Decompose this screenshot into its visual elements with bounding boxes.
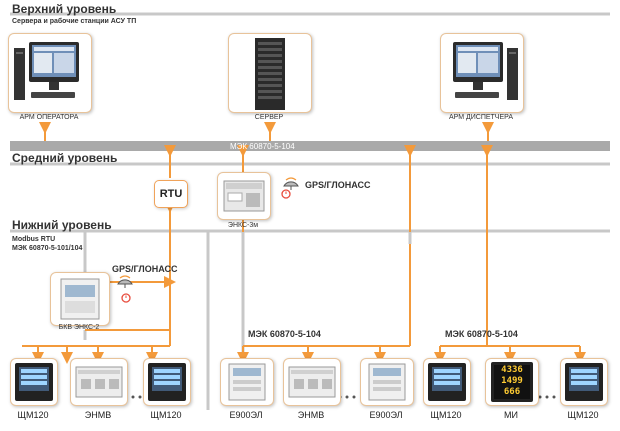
device-label: МИ [504,410,518,420]
operator-label: АРМ ОПЕРАТОРА [19,114,79,121]
top-level-title: Верхний уровень [12,2,117,16]
device-label: ЩМ120 [17,410,49,420]
device-e900el-1[interactable] [220,358,274,406]
device-enmv-2[interactable] [283,358,341,406]
enks-node[interactable] [217,172,271,220]
server-rack-icon [255,38,285,110]
bus-label: МЭК 60870-5-104 [230,142,295,151]
server-label: СЕРВЕР [254,114,284,121]
din-module-icon [288,366,336,398]
bkv-node[interactable] [50,272,110,326]
gps-antenna-icon [117,275,133,303]
digital-meter-icon [491,362,533,402]
workstation-icon [453,42,518,100]
workstation-icon [14,42,79,100]
top-level-subtitle: Сервера и рабочие станции АСУ ТП [12,18,137,25]
operator-workstation[interactable] [8,33,92,113]
device-shm120-1[interactable] [10,358,58,406]
bottom-level-title: Нижний уровень [12,218,112,232]
device-shm120-2[interactable] [143,358,191,406]
meter-readout-line-1: 4336 [501,365,523,375]
middle-gps-label: GPS/ГЛОНАСС [305,180,371,190]
bottom-protocol-1: Modbus RTU [12,236,56,243]
device-shm120-4[interactable] [560,358,608,406]
rtu-node[interactable]: RTU [154,180,188,208]
device-mi[interactable]: 4336 1499 666 [485,358,539,406]
meter-readout: 4336 1499 666 [497,365,527,398]
panel-meter-icon [565,363,603,401]
rtu-label: RTU [159,188,183,200]
enks-label: ЭНКС-3м [227,222,259,229]
device-label: ЩМ120 [430,410,462,420]
transducer-icon [228,363,266,401]
device-label: ЭНМВ [84,410,112,420]
bkv-label: БКВ ЭНКС-2 [58,324,100,331]
enks-device-icon [223,180,265,212]
device-label: ЩМ120 [150,410,182,420]
group2-protocol-label: МЭК 60870-5-104 [248,329,321,339]
device-label: ЭНМВ [297,410,325,420]
group3-protocol-label: МЭК 60870-5-104 [445,329,518,339]
meter-readout-line-2: 1499 [501,376,523,386]
device-enmv-1[interactable] [70,358,128,406]
device-shm120-3[interactable] [423,358,471,406]
panel-meter-icon [148,363,186,401]
din-module-icon [75,366,123,398]
device-e900el-2[interactable] [360,358,414,406]
meter-readout-line-3: 666 [503,387,521,397]
transducer-icon [368,363,406,401]
device-label: ЩМ120 [567,410,599,420]
server-node[interactable] [228,33,312,113]
main-bus [10,141,610,151]
device-label: Е900ЭЛ [369,410,403,420]
bkv-device-icon [60,278,100,320]
dispatcher-label: АРМ ДИСПЕТЧЕРА [448,114,514,121]
middle-level-title: Средний уровень [12,151,118,165]
dispatcher-workstation[interactable] [440,33,524,113]
bottom-protocol-2: МЭК 60870-5-101/104 [12,245,83,252]
gps-antenna-icon [281,177,299,199]
device-label: Е900ЭЛ [229,410,263,420]
panel-meter-icon [428,363,466,401]
panel-meter-icon [15,363,53,401]
bottom-gps-label: GPS/ГЛОНАСС [112,264,178,274]
